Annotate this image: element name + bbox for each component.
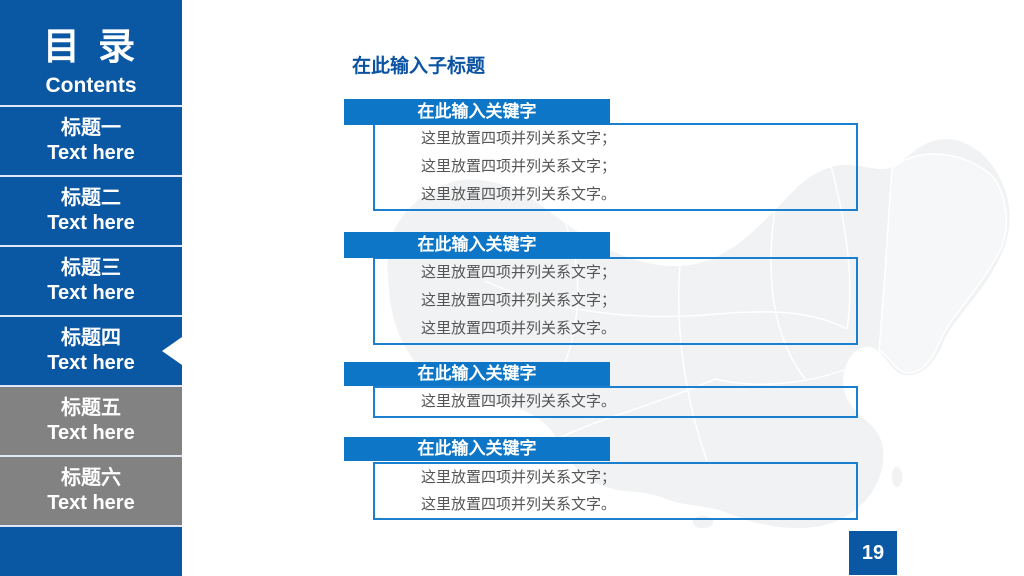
body-line: 这里放置四项并列关系文字； xyxy=(421,158,617,175)
keyword-header-3: 在此输入关键字 xyxy=(344,362,610,386)
keyword-header-4: 在此输入关键字 xyxy=(344,437,610,461)
toc-subtitle: Contents xyxy=(45,74,137,97)
toc-item-title: 标题五 xyxy=(61,397,121,419)
toc-item-subtitle: Text here xyxy=(47,282,135,304)
body-line: 这里放置四项并列关系文字； xyxy=(421,130,617,147)
toc-sidebar: 目 录 Contents 标题一 Text here 标题二 Text here… xyxy=(0,0,182,576)
keyword-header-1: 在此输入关键字 xyxy=(344,99,610,125)
active-item-arrow-icon xyxy=(162,337,182,365)
body-line: 这里放置四项并列关系文字。 xyxy=(421,320,617,337)
toc-item-subtitle: Text here xyxy=(47,352,135,374)
keyword-box-3: 这里放置四项并列关系文字。 xyxy=(373,386,858,418)
toc-item-title: 标题二 xyxy=(61,187,121,209)
toc-item-subtitle: Text here xyxy=(47,492,135,514)
sidebar-item-3[interactable]: 标题三 Text here xyxy=(0,245,182,315)
sidebar-footer xyxy=(0,525,182,576)
keyword-header-2: 在此输入关键字 xyxy=(344,232,610,258)
toc-item-subtitle: Text here xyxy=(47,422,135,444)
page-number-badge: 19 xyxy=(849,531,897,575)
sidebar-item-6[interactable]: 标题六 Text here xyxy=(0,455,182,525)
body-line: 这里放置四项并列关系文字； xyxy=(421,264,617,281)
toc-item-subtitle: Text here xyxy=(47,142,135,164)
body-line: 这里放置四项并列关系文字； xyxy=(421,469,617,486)
sidebar-item-2[interactable]: 标题二 Text here xyxy=(0,175,182,245)
body-line: 这里放置四项并列关系文字。 xyxy=(421,496,617,513)
sidebar-item-4-active[interactable]: 标题四 Text here xyxy=(0,315,182,385)
toc-header: 目 录 Contents xyxy=(0,0,182,105)
toc-item-title: 标题三 xyxy=(61,257,121,279)
body-line: 这里放置四项并列关系文字。 xyxy=(421,186,617,203)
toc-item-subtitle: Text here xyxy=(47,212,135,234)
toc-item-title: 标题一 xyxy=(61,117,121,139)
keyword-box-1: 这里放置四项并列关系文字； 这里放置四项并列关系文字； 这里放置四项并列关系文字… xyxy=(373,123,858,211)
sidebar-item-5[interactable]: 标题五 Text here xyxy=(0,385,182,455)
toc-title: 目 录 xyxy=(42,26,140,67)
sidebar-item-1[interactable]: 标题一 Text here xyxy=(0,105,182,175)
toc-item-title: 标题六 xyxy=(61,467,121,489)
body-line: 这里放置四项并列关系文字。 xyxy=(421,393,617,410)
body-line: 这里放置四项并列关系文字； xyxy=(421,292,617,309)
keyword-box-2: 这里放置四项并列关系文字； 这里放置四项并列关系文字； 这里放置四项并列关系文字… xyxy=(373,257,858,345)
keyword-box-4: 这里放置四项并列关系文字； 这里放置四项并列关系文字。 xyxy=(373,462,858,520)
toc-item-title: 标题四 xyxy=(61,327,121,349)
page-subtitle: 在此输入子标题 xyxy=(352,56,486,77)
